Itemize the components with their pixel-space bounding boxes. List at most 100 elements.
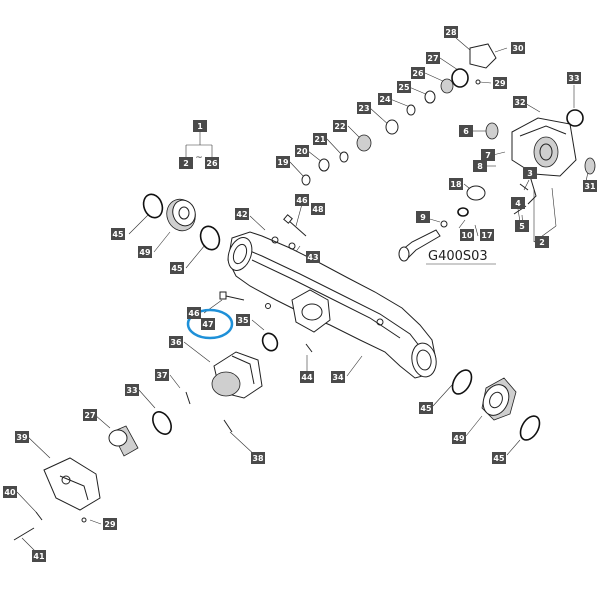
callout-number: 25 [398,83,410,92]
callout-number: 2 [183,159,189,168]
callout-number: 41 [33,552,45,561]
callout-label-28: 28 [444,26,458,38]
callout-box [295,145,309,157]
seal-ring [519,415,541,441]
callout-label-1: 1 [193,120,207,132]
callout-number: 26 [412,69,424,78]
callout-label-49: 49 [138,246,152,258]
callout-box [515,220,529,232]
callout-box [419,402,433,414]
callout-label-3: 3 [523,167,537,179]
callout-label-32: 32 [513,96,527,108]
callout-number: 9 [420,213,426,222]
callout-number: 17 [481,231,492,240]
callout-number: 37 [156,371,167,380]
callout-number: 44 [301,373,313,382]
callout-label-44: 44 [300,371,314,383]
callout-label-34: 34 [331,371,345,383]
callout-box [111,228,125,240]
callout-label-30: 30 [511,42,525,54]
callout-label-9: 9 [416,211,430,223]
seal-ring [451,369,473,395]
callout-label-4: 4 [511,197,525,209]
callout-number: 45 [420,404,432,413]
callout-box [187,307,201,319]
callout-label-8: 8 [473,160,487,172]
callout-label-2: 2 [179,157,193,169]
callout-number: 45 [171,264,183,273]
callout-number: 8 [477,162,483,171]
callout-number: 10 [461,231,473,240]
callout-number: 23 [358,104,369,113]
callout-box [3,486,17,498]
callout-box [276,156,290,168]
support-bracket [211,351,263,399]
callout-number: 26 [206,159,218,168]
callout-number: 6 [463,127,469,136]
callout-label-45: 45 [419,402,433,414]
callout-box [492,452,506,464]
callout-number: 48 [312,205,324,214]
callout-box [155,369,169,381]
callout-number: 42 [236,210,247,219]
callout-number: 18 [450,180,462,189]
callout-label-47: 47 [201,318,215,330]
callout-number: 45 [493,454,505,463]
seal-ring [199,225,221,251]
callout-number: 34 [332,373,344,382]
flange-right [481,377,517,421]
callout-box [235,208,249,220]
callout-box [357,102,371,114]
callout-label-27: 27 [83,409,97,421]
callout-label-48: 48 [311,203,325,215]
callout-label-5: 5 [515,220,529,232]
parts [13,43,596,541]
callout-number: 32 [514,98,525,107]
differential-housing [511,117,577,205]
callout-label-42: 42 [235,208,249,220]
callout-box [416,211,430,223]
callout-box [459,125,473,137]
callout-number: 27 [84,411,95,420]
callout-box [567,72,581,84]
callout-label-46: 46 [187,307,201,319]
axle-housing [227,231,437,379]
callout-number: 49 [139,248,151,257]
callout-label-33: 33 [567,72,581,84]
callout-box [331,371,345,383]
callout-box [311,203,325,215]
highlight-circle [186,308,234,340]
callout-label-29: 29 [493,77,507,89]
callout-box [32,550,46,562]
callout-label-2: 2 [535,236,549,248]
callout-box [236,314,250,326]
callout-box [125,384,139,396]
callout-label-22: 22 [333,120,347,132]
callout-number: 35 [237,316,249,325]
callout-label-45: 45 [492,452,506,464]
callout-label-26: 26 [205,157,219,169]
callout-label-38: 38 [251,452,265,464]
callout-label-29: 29 [103,518,117,530]
callout-label-33: 33 [125,384,139,396]
callout-number: 47 [202,320,213,329]
callout-box [449,178,463,190]
callout-label-35: 35 [236,314,250,326]
callout-number: 20 [296,147,308,156]
callout-box [511,42,525,54]
front-support [43,457,101,511]
callout-box [481,149,495,161]
callout-box [103,518,117,530]
callout-number: 21 [314,135,326,144]
callout-box [480,229,494,241]
callout-box [170,262,184,274]
seal-ring [451,68,469,88]
callout-label-7: 7 [481,149,495,161]
seal-ring [261,332,279,352]
seal-ring [566,109,584,127]
callout-number: 30 [512,44,524,53]
callout-number: 22 [334,122,345,131]
callout-box [300,371,314,383]
